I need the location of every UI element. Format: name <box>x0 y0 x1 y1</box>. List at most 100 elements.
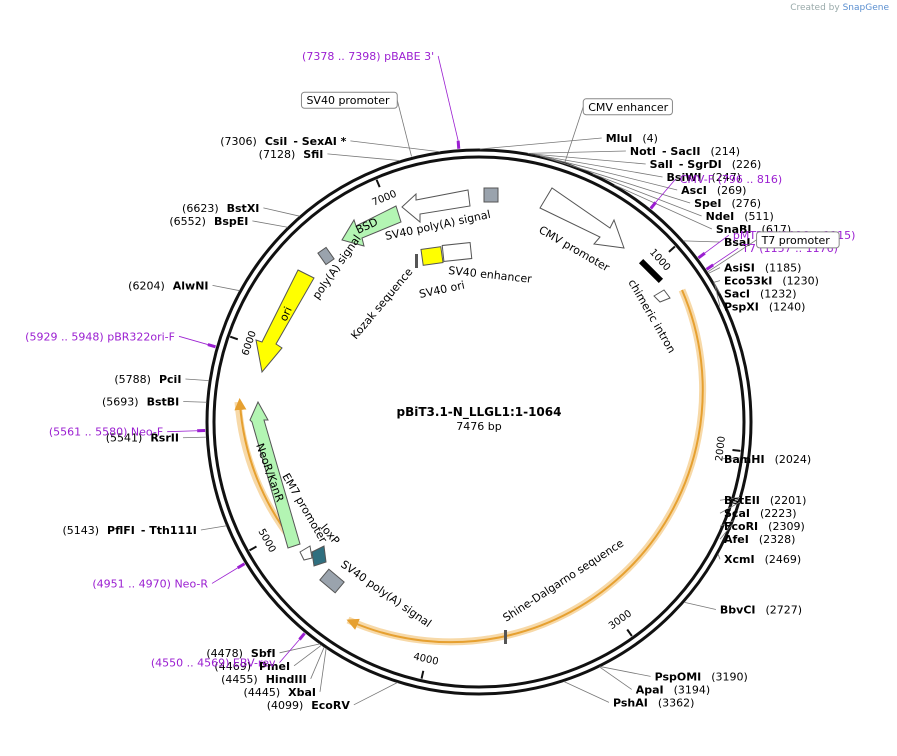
site-leader <box>263 207 300 217</box>
site-position: (2024) <box>775 453 812 466</box>
site-position: (2309) <box>768 520 805 533</box>
primer-label: (5929 .. 5948) pBR322ori-F <box>25 330 175 343</box>
site-leader <box>535 154 663 178</box>
primer-label: (4951 .. 4970) Neo-R <box>92 577 208 590</box>
sv40-polya-bottom-block <box>319 568 345 594</box>
site-position: (4) <box>642 132 658 145</box>
site-position: (5693) <box>102 395 139 408</box>
site-name: SfiI <box>303 148 323 161</box>
primer-leader <box>167 430 198 433</box>
site-position: (2328) <box>759 533 796 546</box>
chimeric-intron-bar <box>638 258 664 284</box>
restriction-site: (5693)BstBI <box>102 395 179 408</box>
restriction-site: (5788)PciI <box>114 373 181 386</box>
restriction-site: BsiWI(247) <box>667 171 742 184</box>
site-position: (1230) <box>782 275 819 288</box>
site-name: BamHI <box>724 453 765 466</box>
primer-label: (7378 .. 7398) pBABE 3' <box>302 50 434 63</box>
site-position: (5541) <box>106 432 143 445</box>
site-position: (2469) <box>765 553 802 566</box>
site-position: (226) <box>732 158 762 171</box>
restriction-site: AscI(269) <box>681 184 746 197</box>
bsd-arrow <box>341 205 402 247</box>
site-name: BstXI <box>227 202 260 215</box>
site-position: (6623) <box>182 202 219 215</box>
site-position: (2727) <box>766 604 803 617</box>
tick-mark <box>420 670 425 679</box>
restriction-site: XcmI(2469) <box>724 553 801 566</box>
site-leader <box>252 220 288 228</box>
primer-mark <box>705 263 715 271</box>
site-position: (247) <box>711 171 741 184</box>
site-suffix: - SexAI * <box>293 135 346 148</box>
site-leader <box>527 150 626 154</box>
plasmid-length: 7476 bp <box>456 420 501 433</box>
site-name: HindIII <box>266 673 307 686</box>
site-leader <box>279 643 321 654</box>
site-position: (4445) <box>244 686 281 699</box>
site-leader <box>182 436 207 439</box>
primer-label: (5561 .. 5580) Neo-F <box>49 426 163 439</box>
primer-leader <box>655 178 677 203</box>
kozak-block <box>415 254 418 268</box>
primer-leader <box>712 247 739 266</box>
site-name: SalI <box>650 158 673 171</box>
restriction-site: AsiSI(1185) <box>724 262 801 275</box>
site-leader <box>540 155 678 191</box>
polya-signal-block <box>317 246 335 266</box>
primer-mark <box>697 251 706 260</box>
primer-mark <box>298 632 306 641</box>
site-leader <box>327 153 401 161</box>
site-leader <box>714 284 721 307</box>
site-leader <box>479 137 602 150</box>
site-name: ScaI <box>724 507 750 520</box>
site-leader <box>310 646 325 679</box>
shine-dalgarno-mark <box>504 630 507 644</box>
site-position: (5143) <box>62 524 99 537</box>
site-name: PspXI <box>724 301 759 314</box>
snapgene-credit: Created by SnapGene <box>790 3 889 13</box>
restriction-site: (7306) CsiI - SexAI * <box>220 135 346 148</box>
loxp-arrow <box>311 545 327 567</box>
site-name: RsrII <box>150 432 179 445</box>
restriction-site: BstEII(2201) <box>724 494 806 507</box>
tick-label: 2000 <box>714 436 728 463</box>
sv40-ori-block <box>420 246 444 266</box>
site-name: SnaBI <box>716 223 752 236</box>
tick-mark <box>248 545 257 552</box>
site-name: CsiI <box>265 135 287 148</box>
restriction-site: NdeI(511) <box>706 210 774 223</box>
site-leader <box>541 155 691 204</box>
feature-leader <box>564 106 584 162</box>
restriction-site: Eco53kI (1230) <box>724 275 819 288</box>
site-name: AsiSI <box>724 262 755 275</box>
site-position: (4099) <box>267 699 304 712</box>
tick-label: 4000 <box>412 651 439 667</box>
site-position: (4455) <box>221 673 258 686</box>
restriction-site: BbvCI(2727) <box>720 604 802 617</box>
tick-label: 7000 <box>371 189 399 209</box>
site-position: (7306) <box>220 135 257 148</box>
primer-mark <box>207 343 216 349</box>
tick-label: 5000 <box>255 527 277 555</box>
site-position: (3194) <box>674 683 711 696</box>
site-name: AlwNI <box>173 279 209 292</box>
site-leader <box>707 267 721 274</box>
site-leader <box>719 524 733 540</box>
site-leader <box>563 681 610 703</box>
site-position: (276) <box>731 197 761 210</box>
site-name: SacI <box>724 288 750 301</box>
sv40-polya-top-label: SV40 poly(A) signal <box>384 208 492 243</box>
site-suffix: - SgrDI <box>679 158 722 171</box>
restriction-site: AfeI(2328) <box>724 533 795 546</box>
restriction-site: PspXI(1240) <box>724 301 805 314</box>
site-position: (1232) <box>760 288 797 301</box>
site-name: Eco53kI <box>724 275 772 288</box>
backbone-outer <box>205 148 753 696</box>
site-position: (7128) <box>259 148 296 161</box>
restriction-site: (4099)EcoRV <box>267 699 351 712</box>
site-name: PshAI <box>613 696 648 709</box>
site-name: PmeI <box>259 660 290 673</box>
site-position: (3362) <box>658 696 695 709</box>
